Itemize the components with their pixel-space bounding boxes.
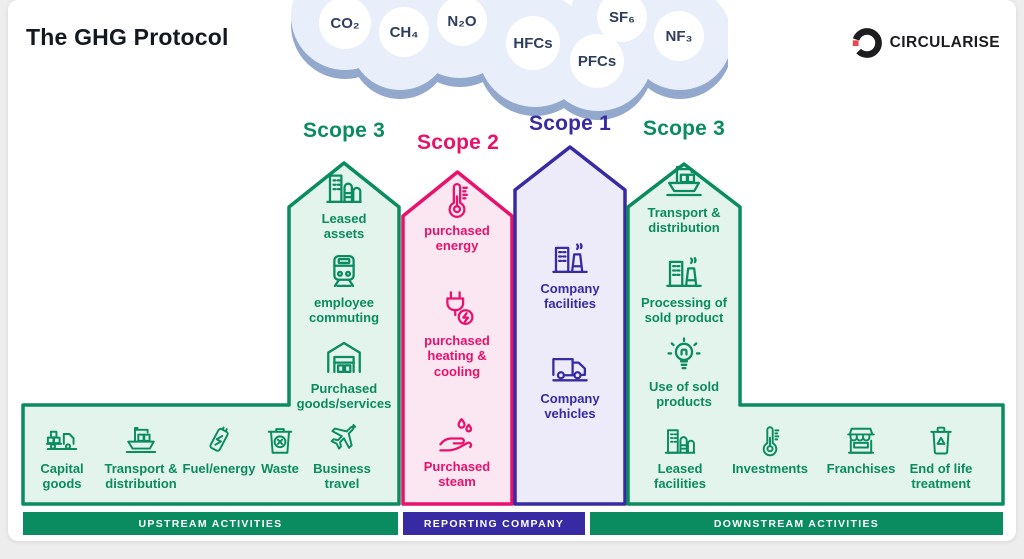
truck-boxes-icon xyxy=(44,422,80,458)
bulb-icon xyxy=(663,334,705,376)
ghg-cloud-illustration: CO₂ CH₄ N₂O HFCs PFCs SF₆ NF₃ xyxy=(291,0,728,120)
gas-label-pfcs: PFCs xyxy=(578,53,616,70)
scope-item: purchased energy xyxy=(415,178,499,254)
downstream-activities-bar: DOWNSTREAM ACTIVITIES xyxy=(590,512,1003,535)
scope3-downstream-shape xyxy=(626,162,1005,506)
gas-label-n2o: N₂O xyxy=(447,13,476,30)
brand-name: CIRCULARISE xyxy=(889,34,1000,51)
buildings-icon xyxy=(662,422,698,458)
downstream-item: End of life treatment xyxy=(895,422,987,492)
downstream-item: Leased facilities xyxy=(640,422,720,492)
gas-label-hfcs: HFCs xyxy=(513,35,552,52)
scope2-heading: Scope 2 xyxy=(417,131,499,154)
thermometer-icon xyxy=(752,422,788,458)
scope-item: Use of sold products xyxy=(637,334,731,410)
infographic-card: The GHG Protocol CO₂ CH₄ N₂O HFCs PFCs S… xyxy=(8,0,1016,541)
gas-label-ch4: CH₄ xyxy=(390,24,419,41)
warehouse-icon xyxy=(323,336,365,378)
page-title: The GHG Protocol xyxy=(26,24,229,50)
scope-item: Purchased goods/services xyxy=(288,336,400,412)
scope-item: Purchased steam xyxy=(415,414,499,490)
downstream-item: Franchises xyxy=(811,422,911,476)
scope3-upstream-heading: Scope 3 xyxy=(303,119,385,142)
scope1-shape xyxy=(513,145,627,506)
gas-bubbles: CO₂ CH₄ N₂O HFCs PFCs SF₆ NF₃ xyxy=(319,0,704,88)
upstream-item: Capital goods xyxy=(30,422,94,492)
upstream-item: Waste xyxy=(250,422,310,476)
plane-icon xyxy=(324,422,360,458)
scope-item: Processing of sold product xyxy=(629,250,739,326)
truck-icon xyxy=(549,346,591,388)
hand-drops-icon xyxy=(436,414,478,456)
thermometer-icon xyxy=(436,178,478,220)
downstream-item: Investments xyxy=(715,422,825,476)
ship-icon xyxy=(123,422,159,458)
scope1-heading: Scope 1 xyxy=(529,112,611,135)
factory-icon xyxy=(549,236,591,278)
upstream-item: Business travel xyxy=(302,422,382,492)
brand-logo: CIRCULARISE xyxy=(851,27,1000,59)
upstream-activities-bar: UPSTREAM ACTIVITIES xyxy=(23,512,398,535)
gas-label-sf6: SF₆ xyxy=(609,9,635,26)
gas-label-co2: CO₂ xyxy=(330,15,359,32)
train-icon xyxy=(323,250,365,292)
scope-item: employee commuting xyxy=(298,250,390,326)
scope2-shape xyxy=(401,170,514,506)
scope3-upstream-shape xyxy=(21,161,401,506)
upstream-item: Fuel/energy xyxy=(183,422,255,476)
reporting-company-bar: REPORTING COMPANY xyxy=(403,512,585,535)
scope-item: Leased assets xyxy=(304,166,384,242)
bin-x-icon xyxy=(262,422,298,458)
plug-icon xyxy=(436,288,478,330)
ship-icon xyxy=(663,160,705,202)
scope-item: Company vehicles xyxy=(525,346,615,422)
scope-item: Company facilities xyxy=(525,236,615,312)
scope-shapes xyxy=(21,145,1005,506)
storefront-icon xyxy=(843,422,879,458)
circularise-logo-icon xyxy=(851,28,882,58)
gas-label-nf3: NF₃ xyxy=(666,28,693,45)
factory-icon xyxy=(663,250,705,292)
scope3-downstream-heading: Scope 3 xyxy=(643,117,725,140)
upstream-item: Transport & distribution xyxy=(93,422,189,492)
buildings-icon xyxy=(323,166,365,208)
scope-item: Transport & distribution xyxy=(634,160,734,236)
battery-icon xyxy=(201,422,237,458)
bin-recycle-icon xyxy=(923,422,959,458)
scope-item: purchased heating & cooling xyxy=(415,288,499,379)
